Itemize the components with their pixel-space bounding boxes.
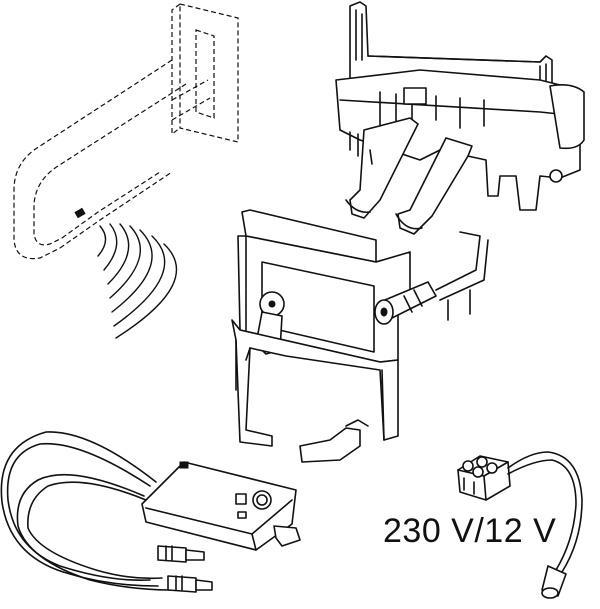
- power-connector: [457, 451, 583, 599]
- plug-icon: [167, 575, 213, 593]
- plug-icon: [157, 545, 205, 563]
- flush-actuator-mechanism: [335, 1, 585, 235]
- voltage-label: 230 V/12 V: [383, 512, 557, 550]
- plug-icon: [541, 565, 567, 599]
- cylinder-icon: [374, 281, 437, 325]
- sensor-wave-icon: [97, 223, 178, 339]
- solenoid-valve-unit: [231, 209, 489, 463]
- control-box: [0, 431, 301, 593]
- sensor-icon: [74, 207, 86, 219]
- grab-bar-sensor: [13, 3, 239, 339]
